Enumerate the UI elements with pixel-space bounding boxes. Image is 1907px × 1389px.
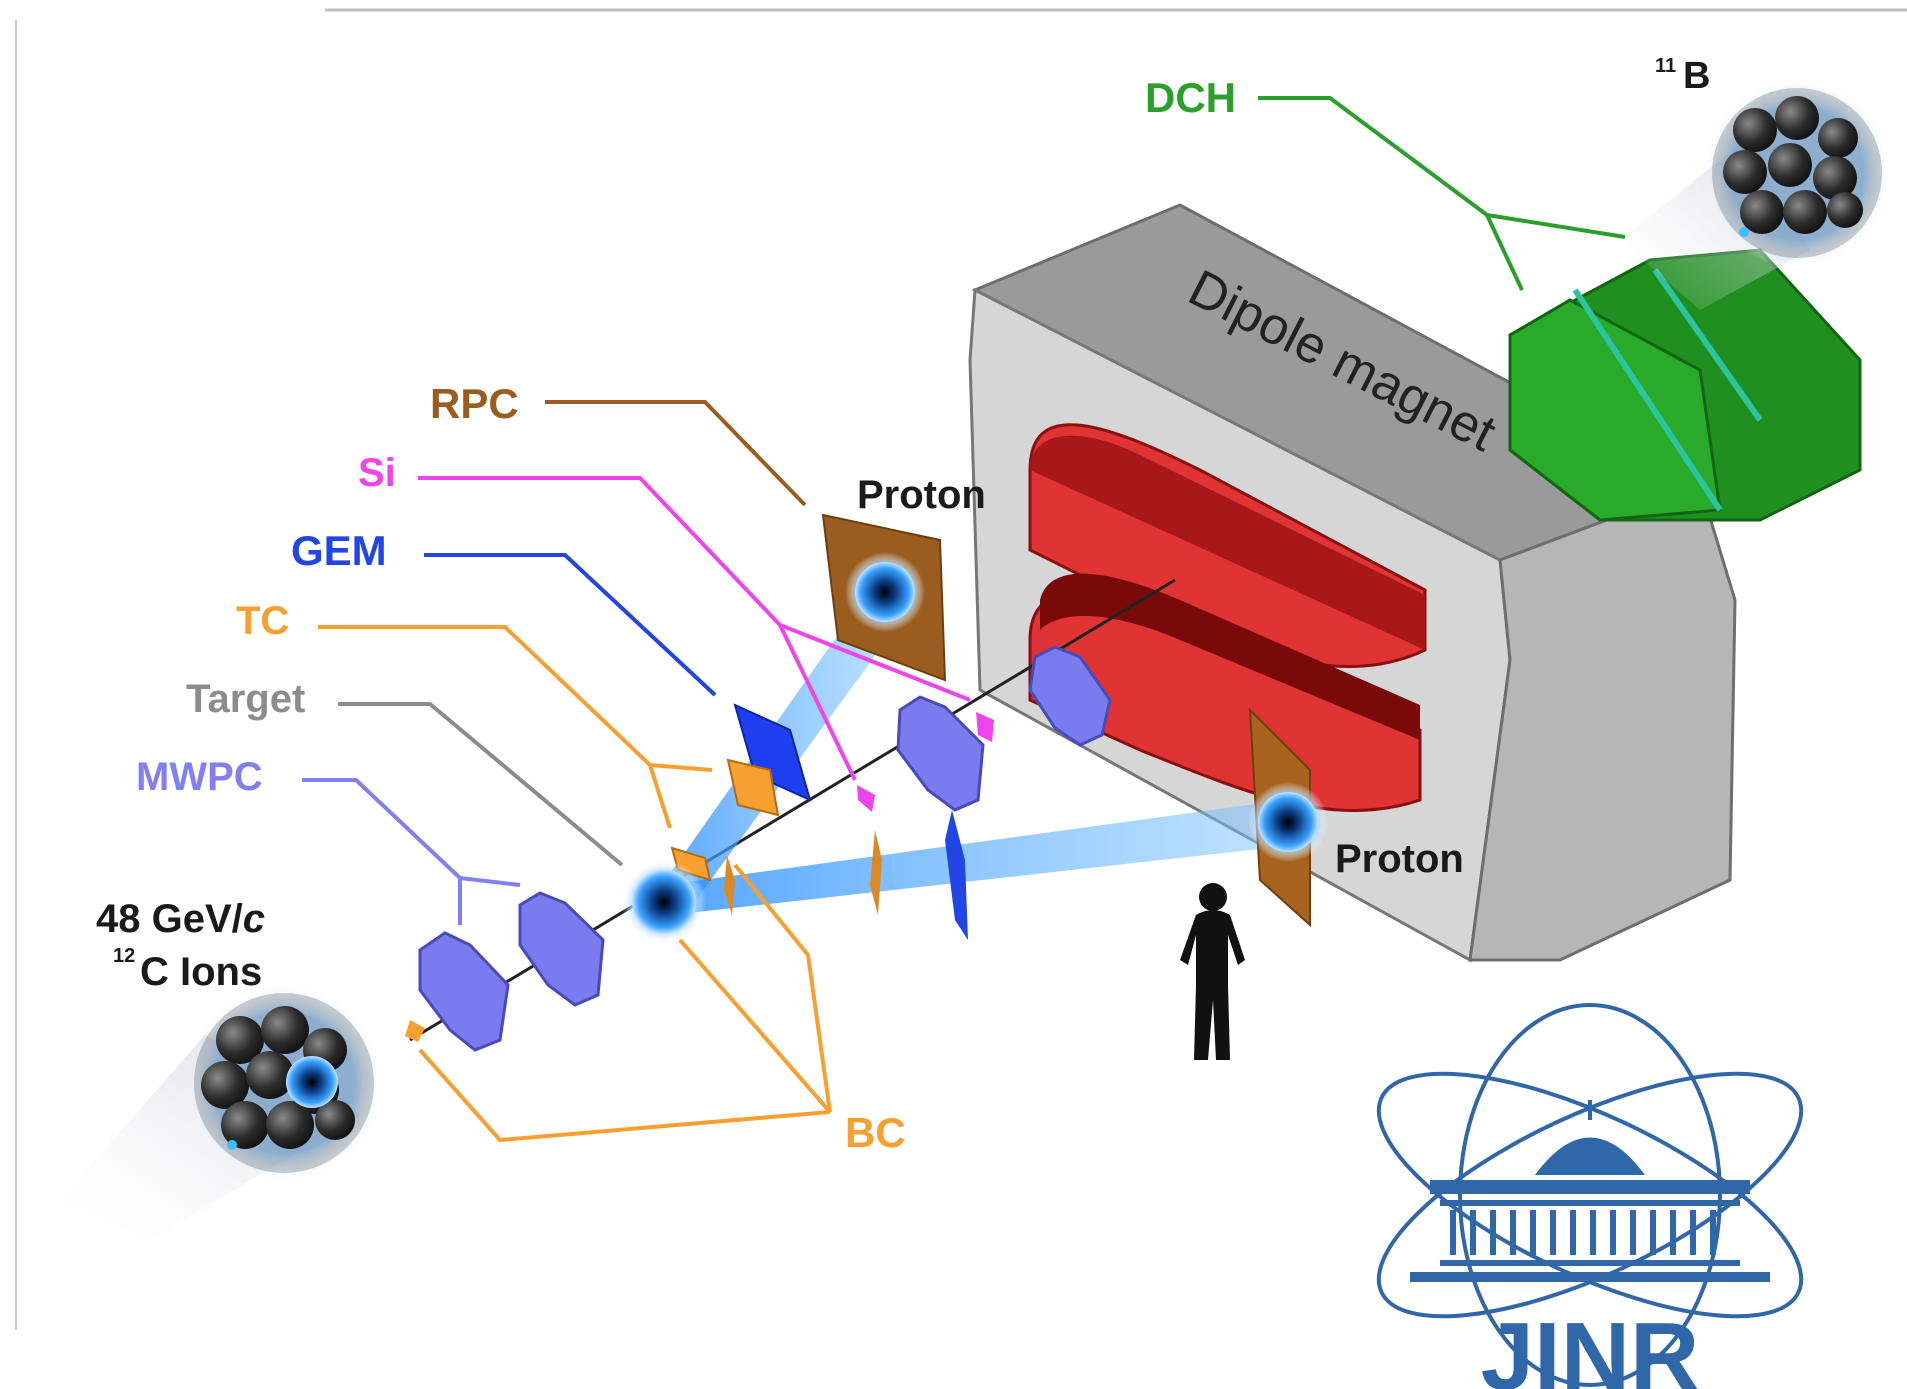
mwpc-blade — [945, 810, 968, 940]
bc-label: BC — [845, 1109, 906, 1156]
si-leader-branch — [779, 623, 971, 702]
boron-mass-label: 11 — [1655, 55, 1676, 77]
dch-detector — [1508, 248, 1862, 522]
proton-hit-top — [855, 562, 915, 622]
mwpc-chamber-2 — [518, 891, 605, 1007]
gem-label: GEM — [291, 527, 387, 574]
proton-top-label: Proton — [857, 473, 986, 517]
mwpc-chamber-1 — [418, 931, 510, 1052]
frame-notch — [59, 4, 325, 16]
target-label: Target — [186, 677, 305, 721]
dch-leader — [1258, 96, 1626, 239]
mwpc-chamber-4 — [1028, 645, 1112, 747]
dch-leader-branch — [1485, 214, 1524, 291]
beam-ion-label: C Ions — [140, 950, 262, 994]
si-detector-2 — [976, 712, 994, 742]
person-silhouette-icon — [1180, 883, 1245, 1060]
bc-leader-3 — [733, 863, 832, 1113]
tc-leader — [318, 625, 672, 829]
rpc-label: RPC — [430, 380, 519, 427]
mwpc-chamber-3 — [896, 695, 985, 812]
proton-hit-right — [1258, 792, 1318, 852]
gem-leader — [424, 553, 717, 697]
mwpc-leader-branch — [459, 876, 521, 887]
dch-plane-1 — [1572, 288, 1723, 512]
si-detector-1 — [857, 785, 875, 812]
beam-ion-mass-label: 12 — [113, 945, 135, 967]
rpc-leader — [545, 400, 807, 507]
tc-leader-branch — [649, 763, 713, 772]
jinr-logo: JINR — [1376, 1003, 1804, 1389]
bc-leader-1 — [418, 1048, 831, 1143]
bc-leader-2 — [678, 938, 832, 1114]
target-leader — [338, 702, 624, 867]
boron-label: B — [1683, 55, 1710, 97]
beam-energy-label: 48 GeV/c — [96, 897, 265, 941]
tc-plane-upper — [726, 758, 780, 817]
target-vertex — [632, 870, 696, 934]
mwpc-leader — [302, 778, 462, 925]
bc-element-3 — [870, 830, 882, 915]
dch-label: DCH — [1145, 74, 1236, 121]
dch-plane-2 — [1652, 268, 1763, 422]
magnet-coil-gap — [1040, 573, 1420, 740]
proton-right-label: Proton — [1335, 837, 1464, 881]
magnet-coil-upper-top — [1030, 435, 1425, 650]
ion-11b-icon — [1620, 78, 1892, 310]
gem-plane — [733, 703, 812, 802]
leader-lines — [302, 96, 1626, 1143]
mwpc-chambers — [418, 645, 1112, 1052]
si-label: Si — [358, 451, 396, 495]
bc-element-2 — [724, 855, 735, 915]
jinr-logo-text: JINR — [1481, 1303, 1700, 1389]
dipole-magnet: Dipole magnet — [968, 203, 1737, 963]
mwpc-label: MWPC — [136, 755, 263, 799]
proton-track-right — [665, 800, 1295, 915]
bc-element-1 — [405, 1020, 425, 1042]
ion-12c-icon — [60, 983, 384, 1240]
magnet-side-face — [1468, 483, 1737, 962]
tc-label: TC — [236, 599, 289, 643]
si-leader — [418, 476, 857, 781]
